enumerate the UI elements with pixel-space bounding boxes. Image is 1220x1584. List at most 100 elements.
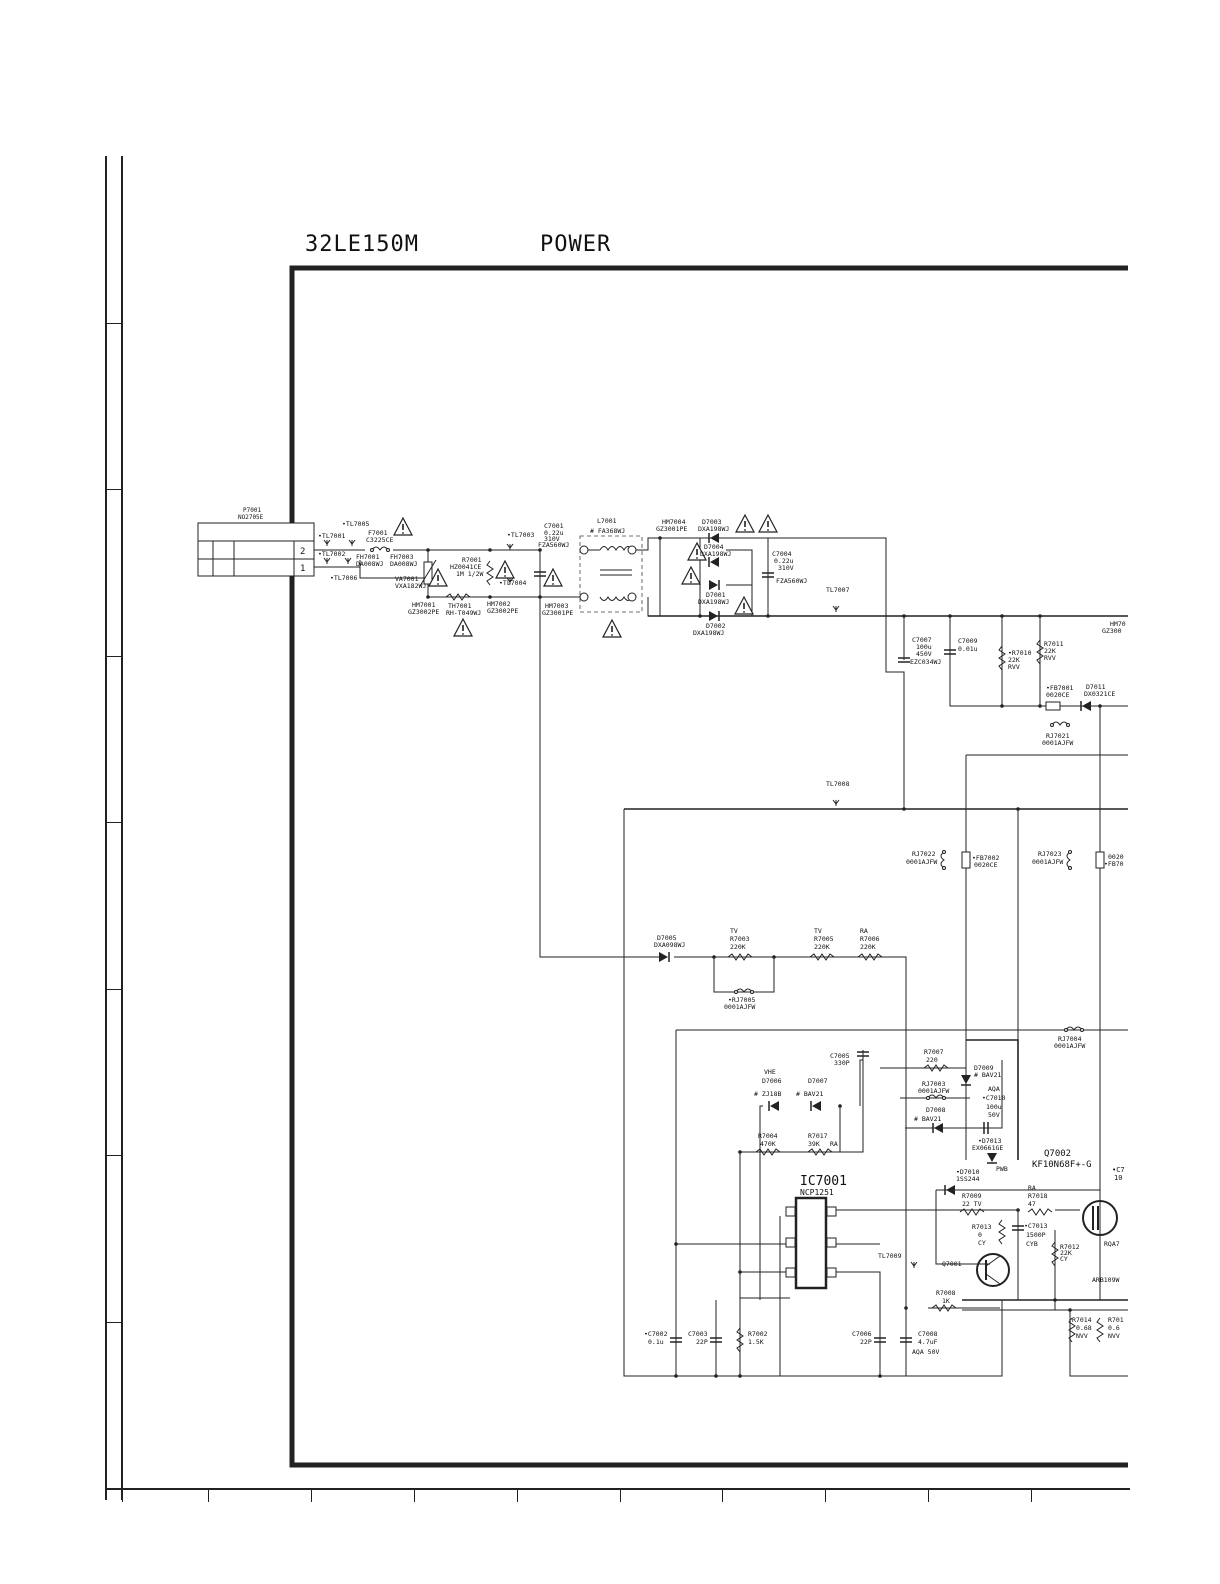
c7004-ref: C7004 — [772, 550, 792, 558]
d7006-part: # ZJ18B — [754, 1090, 781, 1098]
fb70-ref: •FB70 — [1104, 860, 1124, 868]
d7007-ref: D7007 — [808, 1077, 828, 1085]
d7009-diode-icon — [960, 1074, 972, 1086]
r701-right-ref: R701 — [1108, 1316, 1124, 1324]
p7001-ref: P7001 — [243, 507, 261, 514]
c7005-ref: C7005 — [830, 1052, 850, 1060]
rj7003-ref: RJ7003 — [922, 1080, 946, 1088]
r7002-ref: R7002 — [748, 1330, 768, 1338]
r7017-value: 39K — [808, 1140, 820, 1148]
frame-tick — [208, 1490, 209, 1502]
d7010-part: 1SS244 — [956, 1175, 980, 1183]
r7005-ref: R7005 — [814, 935, 834, 943]
fb70-part: 0020 — [1108, 853, 1124, 861]
hm7002-part: GZ3002PE — [487, 607, 518, 615]
d7003-ref: D7003 — [702, 518, 722, 526]
c7013-ref: •C7013 — [1024, 1222, 1048, 1230]
rj7004-jumper-icon — [1064, 1026, 1084, 1032]
frame-tick — [722, 1490, 723, 1502]
fh7001-part: DA008WJ — [356, 560, 383, 568]
r7014-part: NVV — [1076, 1332, 1088, 1340]
d7004-ref: D7004 — [704, 543, 724, 551]
frame-tick — [311, 1490, 312, 1502]
tl7001-label: •TL7001 — [318, 532, 345, 540]
r7011-value: 22K — [1044, 647, 1056, 655]
d7001-diode-icon — [708, 579, 720, 591]
r7006-tag: RA — [860, 927, 868, 935]
r7002-value: 1.5K — [748, 1338, 764, 1346]
c7013-part: CYB — [1026, 1240, 1038, 1248]
tl7008-label: TL7008 — [826, 780, 850, 788]
d7007-part: # BAV21 — [796, 1090, 823, 1098]
d7011-part: DX0321CE — [1084, 690, 1115, 698]
d7009-part: # BAV21 — [974, 1071, 1001, 1079]
junction-dots — [426, 536, 1102, 1378]
q7002-part: KF10N68F+-G — [1032, 1160, 1092, 1170]
warning-icon — [393, 517, 413, 536]
tl7006-testpoint-icon — [344, 557, 352, 565]
frame-tick — [620, 1490, 621, 1502]
d7013-diode-icon — [986, 1152, 998, 1164]
fh7001-ref: FH7001 — [356, 553, 380, 561]
ic7001-ref: IC7001 — [800, 1174, 847, 1189]
tl7004-label: •TL7004 — [499, 579, 526, 587]
warning-icon — [734, 596, 754, 615]
f7001-fuse-icon — [370, 546, 390, 552]
r7014-ref: R7014 — [1072, 1316, 1092, 1324]
warning-icon — [758, 514, 778, 533]
c7001-v2: 310V — [544, 535, 560, 543]
c7003-ref: C7003 — [688, 1330, 708, 1338]
rj7022-jumper-icon — [940, 850, 946, 870]
r7008-value: 1K — [942, 1297, 950, 1305]
c7004-part: FZA560WJ — [776, 577, 807, 585]
va7001-ref: VA7001 — [395, 575, 419, 583]
frame-tick — [122, 1490, 123, 1502]
r7010-part: RVV — [1008, 663, 1020, 671]
c7008-ref: C7008 — [918, 1330, 938, 1338]
c7010-ref: •C7010 — [982, 1094, 1006, 1102]
c7013-value: 1500P — [1026, 1231, 1046, 1239]
dashed-filter-box — [579, 535, 643, 613]
pwb-tag: PWB — [996, 1165, 1008, 1173]
th7001-part: RH-T049WJ — [446, 609, 481, 617]
r7006-ref: R7006 — [860, 935, 880, 943]
warning-icon — [602, 619, 622, 638]
tl7003-label: •TL7003 — [507, 531, 534, 539]
va7001-varistor-icon — [419, 559, 437, 587]
hm7003-part: GZ3001PE — [542, 609, 573, 617]
c7010-v1: 100u — [986, 1103, 1002, 1111]
tl7005-testpoint-icon — [348, 539, 356, 547]
frame-tick — [414, 1490, 415, 1502]
d7001-part: DXA198WJ — [698, 598, 729, 606]
board-outline — [289, 265, 1128, 1468]
c7004-v2: 310V — [778, 564, 794, 572]
r7018-ref: R7018 — [1028, 1192, 1048, 1200]
bus-lines — [624, 615, 1128, 1301]
q7002-mosfet-icon — [1082, 1200, 1118, 1236]
r7013-ref: R7013 — [972, 1223, 992, 1231]
l7001-ref: L7001 — [597, 517, 617, 525]
r7017-tag: RA — [830, 1140, 838, 1148]
frame-tick — [107, 1155, 121, 1156]
frame-tick — [517, 1490, 518, 1502]
frame-tick — [107, 989, 121, 990]
r701-right-value: 0.6 — [1108, 1324, 1120, 1332]
frame-tick — [107, 656, 121, 657]
c7008-value: 4.7uF — [918, 1338, 938, 1346]
tl7007-label: TL7007 — [826, 586, 850, 594]
wiring — [314, 537, 1128, 1377]
r7005-value: 220K — [814, 943, 830, 951]
d7006-tag: VHE — [764, 1068, 776, 1076]
r7001-part: HZ0041CE — [450, 563, 481, 571]
r7006-value: 220K — [860, 943, 876, 951]
hm7001-part: GZ3002PE — [408, 608, 439, 616]
d7001-ref: D7001 — [706, 591, 726, 599]
c7004-v1: 0.22u — [774, 557, 794, 565]
ic7001-chip — [779, 1196, 837, 1376]
r7018-resistor-icon — [1027, 1208, 1053, 1216]
r7003-value: 220K — [730, 943, 746, 951]
fh7003-part: DA008WJ — [390, 560, 417, 568]
r7004-ref: R7004 — [758, 1132, 778, 1140]
c7007-part: EZC034WJ — [910, 658, 941, 666]
c7007-v2: 450V — [916, 650, 932, 658]
